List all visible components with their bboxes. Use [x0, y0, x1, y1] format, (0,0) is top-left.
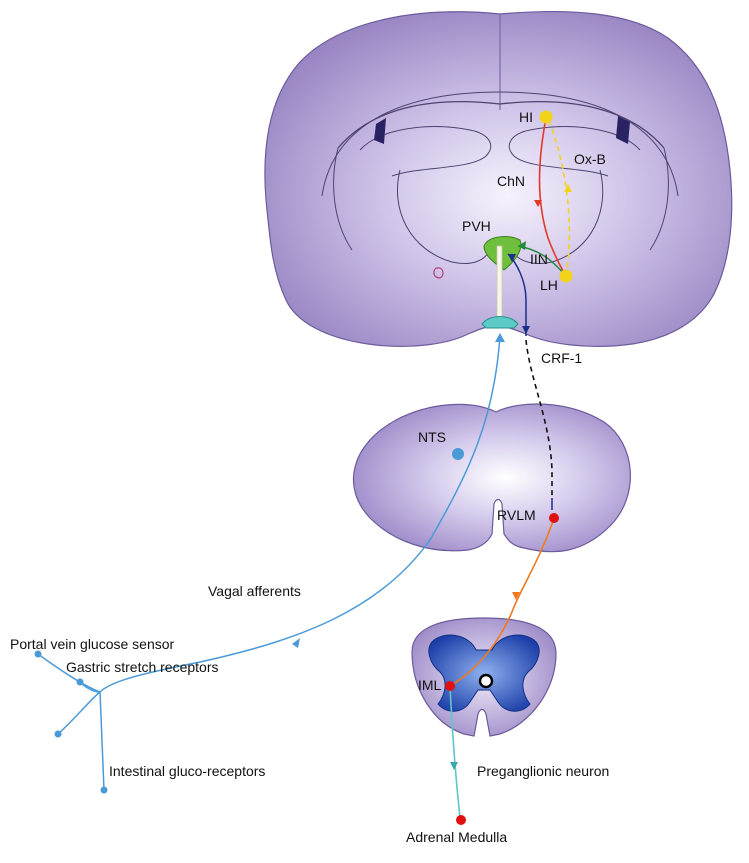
- ox-b-arrow: [564, 184, 572, 192]
- thalamus-right: [511, 169, 604, 264]
- gut-node: [54, 730, 62, 738]
- ox-b-pathway: [547, 117, 571, 277]
- label-iml: IML: [418, 677, 442, 693]
- sympathetic-arrow: [512, 592, 520, 600]
- sympathetic-pathway: [449, 517, 555, 687]
- portal-vein-node: [34, 650, 42, 658]
- vagal-afferent-pathway: [37, 335, 501, 791]
- brain-section: [264, 10, 733, 347]
- third-ventricle: [496, 245, 503, 319]
- intestinal-node: [100, 786, 108, 794]
- ventricle-right: [616, 116, 630, 144]
- label-nts: NTS: [418, 429, 446, 445]
- chn-pathway: [538, 117, 567, 277]
- label-crf1: CRF-1: [541, 350, 582, 366]
- iml-node: [445, 681, 455, 691]
- label-rvlm: RVLM: [497, 507, 536, 523]
- label-gastric: Gastric stretch receptors: [66, 659, 219, 675]
- adrenal-node: [456, 815, 466, 825]
- preganglionic-arrow: [450, 762, 458, 770]
- outer-tract-left: [333, 147, 353, 251]
- gastric-node: [76, 678, 84, 686]
- hippocampus-right: [508, 126, 641, 177]
- gray-matter: [428, 634, 540, 712]
- vagal-arrow-upper: [495, 333, 505, 342]
- pvh-region: [483, 236, 522, 271]
- vagal-arrow-lower: [292, 638, 300, 648]
- label-pvh: PVH: [462, 218, 491, 234]
- crf-dashed-link: [525, 339, 553, 498]
- medulla-section: [353, 403, 631, 553]
- label-adrenal-medulla: Adrenal Medulla: [406, 829, 507, 845]
- iin-arrow: [518, 241, 526, 250]
- crf-arrow-upper: [508, 254, 516, 262]
- label-hi: HI: [519, 109, 533, 125]
- label-preganglionic: Preganglionic neuron: [477, 763, 609, 779]
- hippocampus-left: [359, 126, 492, 177]
- ventricle-left: [374, 118, 386, 144]
- outer-tract-right: [649, 147, 669, 251]
- hi-node: [539, 110, 553, 124]
- label-chn: ChN: [497, 173, 525, 189]
- nts-node: [452, 448, 464, 460]
- label-ox-b: Ox-B: [574, 151, 606, 167]
- central-canal: [478, 673, 494, 689]
- median-eminence: [481, 316, 519, 329]
- cortex-inner-line: [321, 91, 679, 197]
- label-lh: LH: [540, 277, 558, 293]
- label-intestinal: Intestinal gluco-receptors: [109, 763, 265, 779]
- rvlm-node: [549, 513, 559, 523]
- small-structure: [433, 267, 444, 279]
- thalamus-left: [396, 169, 491, 264]
- spinal-cord-section: [411, 617, 557, 737]
- crf-arrow-lower: [522, 326, 530, 334]
- label-vagal-afferents: Vagal afferents: [208, 583, 301, 599]
- chn-arrow: [534, 200, 542, 207]
- label-iin: IIN: [530, 251, 548, 267]
- lh-node: [559, 269, 573, 283]
- preganglionic-pathway: [449, 685, 461, 819]
- label-portal-vein: Portal vein glucose sensor: [10, 636, 175, 652]
